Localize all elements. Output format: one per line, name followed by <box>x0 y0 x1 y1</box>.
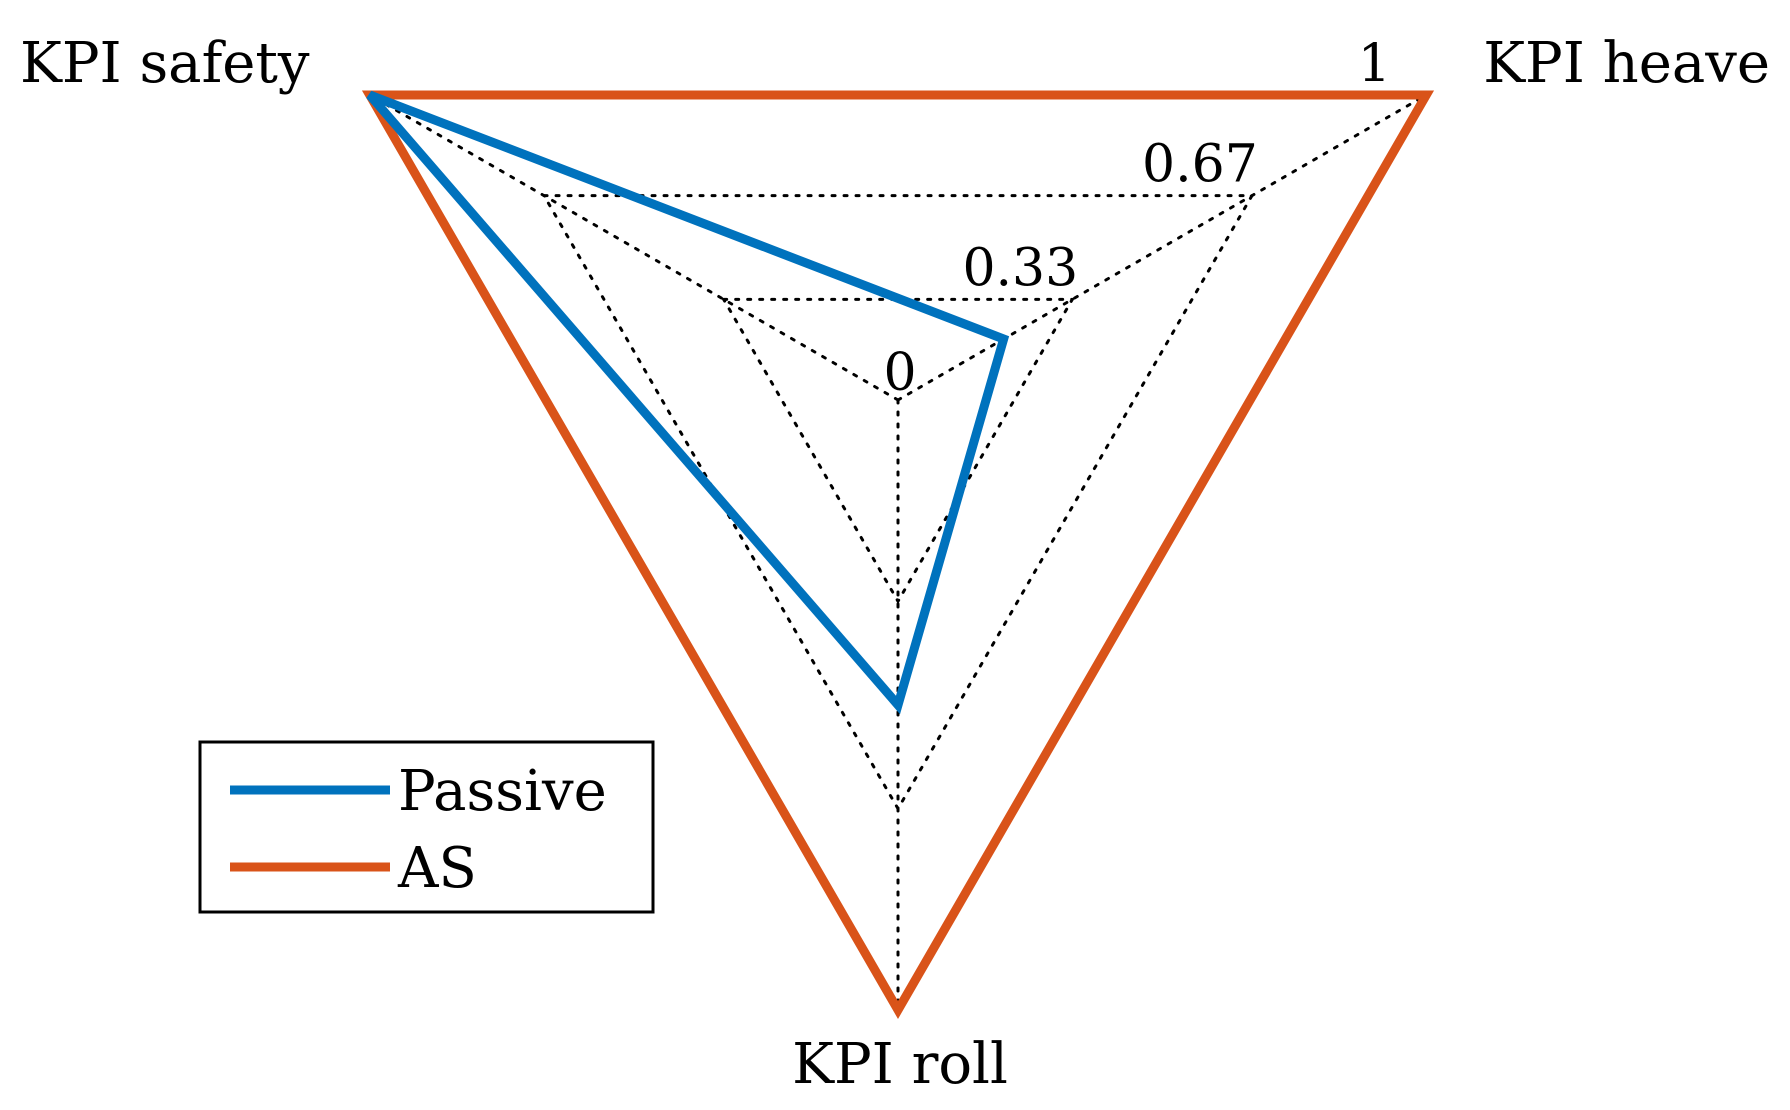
tick-label-layer: 0 0.33 0.67 1 <box>883 34 1390 403</box>
tick-label-1: 0.33 <box>962 238 1078 298</box>
axis-spoke-kpi-safety <box>368 93 900 402</box>
series-passive <box>366 90 1010 715</box>
tick-label-0: 0 <box>883 343 916 403</box>
series-as <box>361 90 1435 1019</box>
axis-label-kpi-heave: KPI heave <box>1483 31 1770 96</box>
tick-label-2: 0.67 <box>1142 135 1258 195</box>
series-layer <box>361 90 1435 1019</box>
axis-spoke-kpi-heave <box>896 93 1428 402</box>
axis-label-kpi-roll: KPI roll <box>792 1032 1008 1097</box>
axis-label-kpi-safety: KPI safety <box>20 31 310 96</box>
legend: Passive AS <box>198 740 655 914</box>
legend-label-passive: Passive <box>398 759 607 824</box>
tick-label-3: 1 <box>1358 34 1391 94</box>
legend-box <box>198 740 655 914</box>
grid-ring-2 <box>541 194 1255 812</box>
legend-label-as: AS <box>397 836 477 901</box>
